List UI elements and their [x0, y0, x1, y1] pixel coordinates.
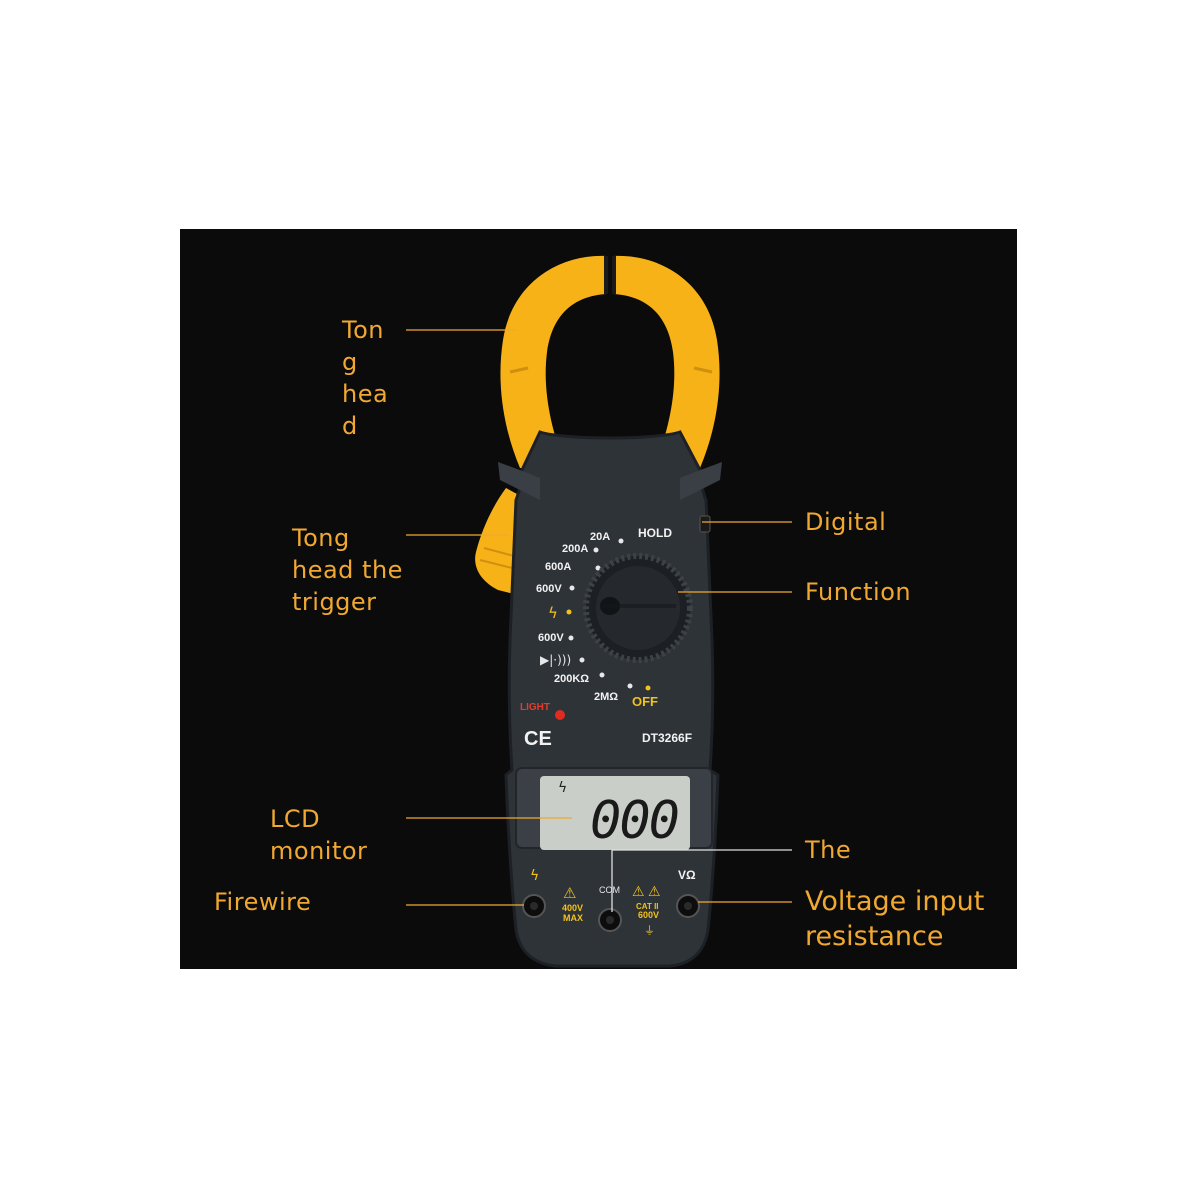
warning-icon-left: ⚠ — [563, 884, 576, 902]
warning-icon-right-a: ⚠ — [632, 884, 645, 900]
max-label: MAX — [563, 913, 583, 923]
range-600v-ac: 600V — [536, 583, 562, 595]
tong-head-line-2: g — [342, 348, 358, 376]
cat-voltage-label: 600V — [638, 910, 659, 920]
lcd-screen: ϟ 000 — [540, 776, 690, 851]
lcd-bolt-icon: ϟ — [558, 780, 567, 796]
lcd-monitor-line-2: monitor — [270, 837, 367, 865]
com-label: COM — [599, 885, 620, 895]
ground-icon: ⏚ — [644, 924, 655, 937]
cat-label: CAT II — [636, 902, 659, 911]
label-lcd-monitor: LCD monitor — [270, 805, 367, 865]
trigger-line-1: Tong — [291, 524, 350, 552]
range-off: OFF — [632, 694, 658, 709]
light-button[interactable] — [555, 710, 565, 720]
firewire-terminal-bolt-icon: ϟ — [530, 868, 539, 884]
diode-continuity-icon: ▶|·))) — [540, 653, 571, 667]
live-wire-range-icon: ϟ — [548, 604, 558, 622]
label-trigger: Tong head the trigger — [291, 524, 403, 616]
model-number: DT3266F — [642, 731, 692, 745]
range-2m: 2MΩ — [594, 691, 618, 703]
voltage-input-line-2: resistance — [805, 921, 943, 952]
light-label: LIGHT — [520, 702, 550, 713]
hold-button[interactable] — [699, 515, 711, 533]
tong-head-line-1: Ton — [341, 316, 384, 344]
tong-head-line-3: hea — [342, 380, 388, 408]
warning-icon-right-b: ⚠ — [648, 884, 661, 900]
lcd-reading: 000 — [590, 791, 678, 851]
label-the: The — [804, 836, 851, 864]
terminal-panel: ϟ COM VΩ ⚠ ⚠ ⚠ 400V MAX CAT II 600V ⏚ — [522, 868, 700, 937]
range-labels: 20A 200A 600A 600V 600V 200KΩ 2MΩ OFF — [536, 531, 658, 709]
range-20a: 20A — [590, 531, 610, 543]
trigger-line-2: head the — [292, 556, 403, 584]
label-firewire: Firewire — [214, 888, 311, 916]
hold-label: HOLD — [638, 526, 672, 540]
label-tong-head: Ton g hea d — [341, 316, 388, 440]
label-function: Function — [805, 578, 911, 606]
clamp-jaws — [500, 255, 720, 468]
range-200k: 200KΩ — [554, 673, 589, 685]
function-dial[interactable] — [583, 553, 693, 663]
range-600a: 600A — [545, 561, 571, 573]
range-600v-dc: 600V — [538, 632, 564, 644]
label-digital: Digital — [805, 508, 886, 536]
voltage-input-line-1: Voltage input — [805, 886, 984, 917]
trigger-line-3: trigger — [292, 588, 377, 616]
leader-lines — [406, 329, 792, 912]
lcd-monitor-line-1: LCD — [270, 805, 320, 833]
tong-head-line-4: d — [342, 412, 358, 440]
label-voltage-input: Voltage input resistance — [805, 886, 984, 952]
ce-mark: CE — [524, 728, 552, 750]
range-200a: 200A — [562, 543, 588, 555]
max-voltage-label: 400V — [562, 903, 583, 913]
vohm-label: VΩ — [678, 868, 696, 882]
range-dots — [566, 538, 651, 691]
